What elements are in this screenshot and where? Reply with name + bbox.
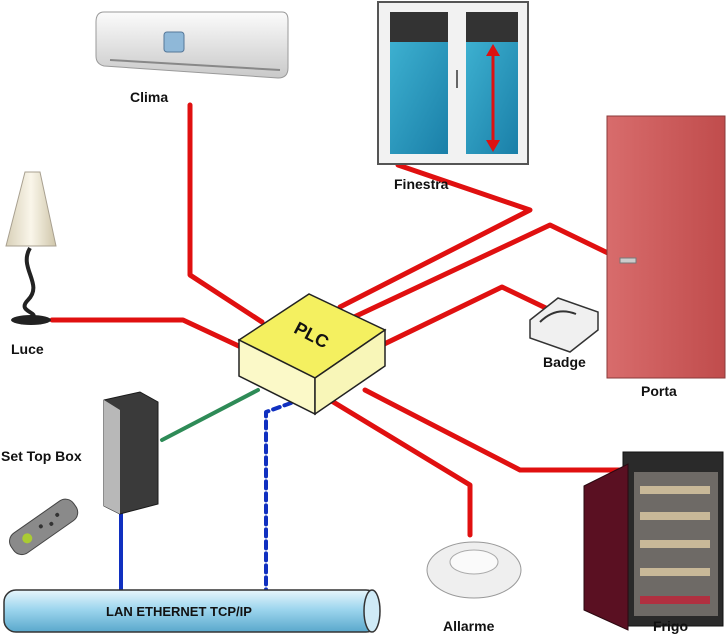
set-top-box-label: Set Top Box <box>1 448 82 464</box>
finestra-label: Finestra <box>394 176 449 192</box>
badge-reader-icon <box>529 297 599 353</box>
line-badge <box>375 284 553 350</box>
line-finestra <box>337 162 533 310</box>
lan-label: LAN ETHERNET TCP/IP <box>106 604 252 619</box>
line-plc-lan <box>264 401 293 595</box>
lamp-base-icon <box>11 315 51 325</box>
wine-bottles-icon <box>640 486 710 604</box>
lan-pipe-end-icon <box>363 589 381 633</box>
luce-label: Luce <box>11 341 44 357</box>
window-shutter-left-icon <box>390 12 448 42</box>
line-set-top-box <box>160 388 260 442</box>
arrow-up-icon <box>486 44 500 56</box>
line-allarme <box>327 397 473 538</box>
badge-slot-icon <box>539 310 577 323</box>
line-frigo <box>362 387 625 473</box>
lan-ethernet-bus: LAN ETHERNET TCP/IP <box>3 589 381 633</box>
set-top-box-device: Set Top Box <box>1 391 159 556</box>
fridge-door-icon <box>583 463 629 631</box>
line-luce <box>49 317 246 351</box>
porta-device: Porta <box>606 115 726 399</box>
window-glass-left-icon <box>390 42 448 154</box>
window-shutter-right-icon <box>466 12 518 42</box>
frigo-device: Frigo <box>583 451 724 634</box>
door-icon <box>606 115 726 379</box>
badge-device: Badge <box>529 297 599 370</box>
ac-display-icon <box>163 31 185 53</box>
frigo-label: Frigo <box>653 618 688 634</box>
connection-lines <box>49 102 625 595</box>
plc-hub: PLC <box>237 293 387 416</box>
set-top-box-front-icon <box>104 400 120 514</box>
remote-control-icon <box>9 498 79 556</box>
allarme-label: Allarme <box>443 618 495 634</box>
allarme-device: Allarme <box>426 541 522 634</box>
arrow-down-icon <box>486 140 500 152</box>
clima-device: Clima <box>95 11 289 105</box>
smoke-alarm-top-icon <box>449 549 499 575</box>
porta-label: Porta <box>641 383 677 399</box>
lamp-shade-icon <box>5 171 57 247</box>
badge-label: Badge <box>543 354 586 370</box>
luce-device: Luce <box>5 171 57 357</box>
clima-label: Clima <box>130 89 168 105</box>
line-clima <box>187 102 265 325</box>
lamp-stand-icon <box>22 246 36 320</box>
door-handle-icon <box>619 257 637 264</box>
ac-vent-icon <box>109 59 281 71</box>
plc-box-right-icon <box>314 328 386 416</box>
finestra-device: Finestra <box>377 1 529 192</box>
line-porta <box>349 222 615 321</box>
